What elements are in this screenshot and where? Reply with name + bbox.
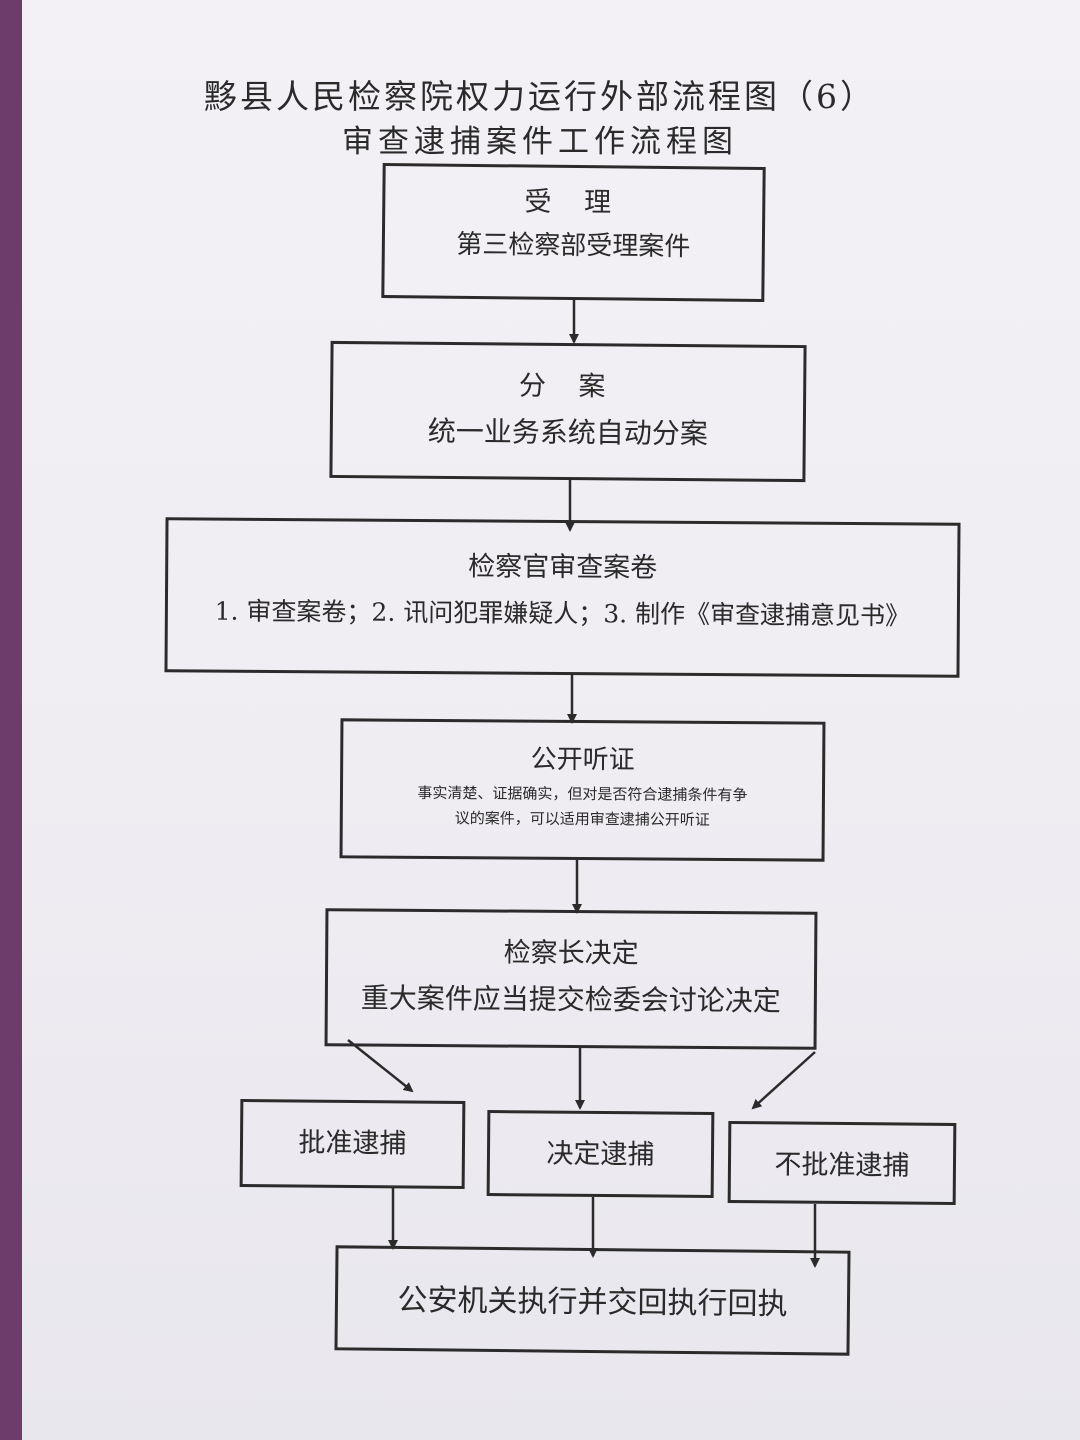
- step-review-box: 检察官审查案卷 1. 审查案卷；2. 讯问犯罪嫌疑人；3. 制作《审查逮捕意见书…: [164, 517, 961, 678]
- step-decide-heading: 检察长决定: [503, 937, 639, 970]
- step-assign-heading: 分 案: [518, 370, 618, 403]
- outcome-approve-arrest-label: 批准逮捕: [298, 1127, 407, 1160]
- step-review-heading: 检察官审查案卷: [468, 551, 658, 584]
- arrow-decide-to-reject: [751, 1051, 816, 1110]
- step-decide-box: 检察长决定 重大案件应当提交检委会讨论决定: [324, 908, 818, 1050]
- step-assign-text: 统一业务系统自动分案: [427, 414, 708, 451]
- outcome-decide-arrest-box: 决定逮捕: [486, 1110, 715, 1198]
- step-hearing-text-line2: 议的案件，可以适用审查逮捕公开听证: [454, 809, 710, 829]
- step-execute-text: 公安机关执行并交回执行回执: [397, 1282, 788, 1323]
- outcome-approve-arrest-box: 批准逮捕: [239, 1099, 466, 1189]
- step-decide-text: 重大案件应当提交检委会讨论决定: [360, 981, 781, 1018]
- arrow-decide-to-approve: [347, 1039, 414, 1093]
- step-hearing-box: 公开听证 事实清楚、证据确实，但对是否符合逮捕条件有争 议的案件，可以适用审查逮…: [339, 718, 826, 862]
- step-review-text: 1. 审查案卷；2. 讯问犯罪嫌疑人；3. 制作《审查逮捕意见书》: [214, 596, 911, 631]
- outcome-reject-arrest-label: 不批准逮捕: [774, 1149, 910, 1182]
- step-accept-text: 第三检察部受理案件: [456, 229, 691, 263]
- step-assign-box: 分 案 统一业务系统自动分案: [329, 340, 807, 483]
- outcome-reject-arrest-box: 不批准逮捕: [727, 1121, 957, 1205]
- step-hearing-text-line1: 事实清楚、证据确实，但对是否符合逮捕条件有争: [417, 783, 748, 805]
- page-title: 黟县人民检察院权力运行外部流程图（6）: [204, 77, 876, 116]
- step-accept-box: 受 理 第三检察部受理案件: [381, 162, 766, 303]
- outcome-decide-arrest-label: 决定逮捕: [546, 1138, 655, 1171]
- paper-sheet: [22, 0, 1080, 1440]
- step-accept-heading: 受 理: [524, 186, 624, 219]
- step-hearing-heading: 公开听证: [530, 744, 635, 776]
- page-subtitle: 审查逮捕案件工作流程图: [342, 124, 738, 160]
- step-execute-box: 公安机关执行并交回执行回执: [334, 1245, 851, 1356]
